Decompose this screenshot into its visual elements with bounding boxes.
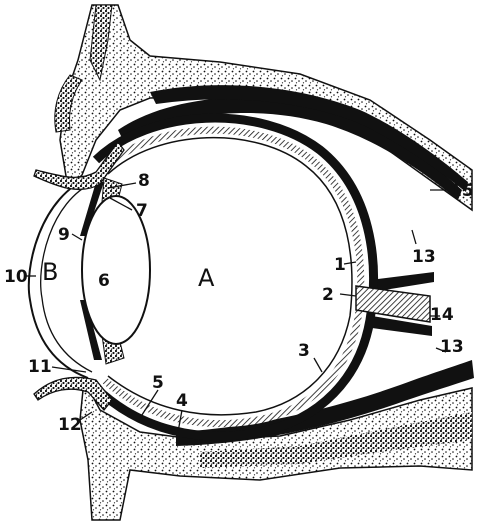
cornea-inner (40, 181, 95, 373)
label-13-lower: 13 (440, 337, 464, 357)
iris-upper (80, 182, 104, 236)
optic-nerve-sheath-bottom (372, 316, 432, 336)
choroid-layer (101, 126, 365, 428)
label-9: 9 (58, 225, 70, 245)
superior-muscle-band-outer (150, 85, 468, 192)
optic-nerve (355, 285, 431, 323)
label-2: 2 (322, 285, 334, 305)
iris-lower (80, 300, 102, 360)
brow-dark-mass (54, 74, 83, 133)
region-label-b: B (42, 258, 58, 286)
label-15: 15 (450, 181, 474, 201)
cornea (27, 175, 93, 379)
lower-bone-dark-band (200, 412, 472, 468)
retina-layer (107, 137, 353, 416)
crystalline-lens (81, 195, 151, 345)
label-5: 5 (152, 373, 164, 393)
label-13-upper: 13 (412, 247, 436, 267)
label-lens: 6 (98, 271, 110, 291)
upper-eyelid (33, 140, 125, 191)
label-7: 7 (136, 201, 148, 221)
label-14: 14 (430, 305, 454, 325)
label-11: 11 (28, 357, 52, 377)
label-8: 8 (138, 171, 150, 191)
label-3: 3 (298, 341, 310, 361)
leader-lines (26, 182, 448, 433)
label-10: 10 (4, 267, 28, 287)
upper-bone-dark-band (89, 4, 113, 82)
label-12: 12 (58, 415, 82, 435)
label-4: 4 (176, 391, 188, 411)
region-label-a: A (198, 264, 215, 292)
label-1: 1 (334, 255, 346, 275)
sclera-outer (92, 113, 378, 441)
superior-muscle-band (118, 97, 462, 200)
optic-nerve-sheath-top (370, 272, 434, 292)
lower-eyelid (33, 376, 113, 412)
